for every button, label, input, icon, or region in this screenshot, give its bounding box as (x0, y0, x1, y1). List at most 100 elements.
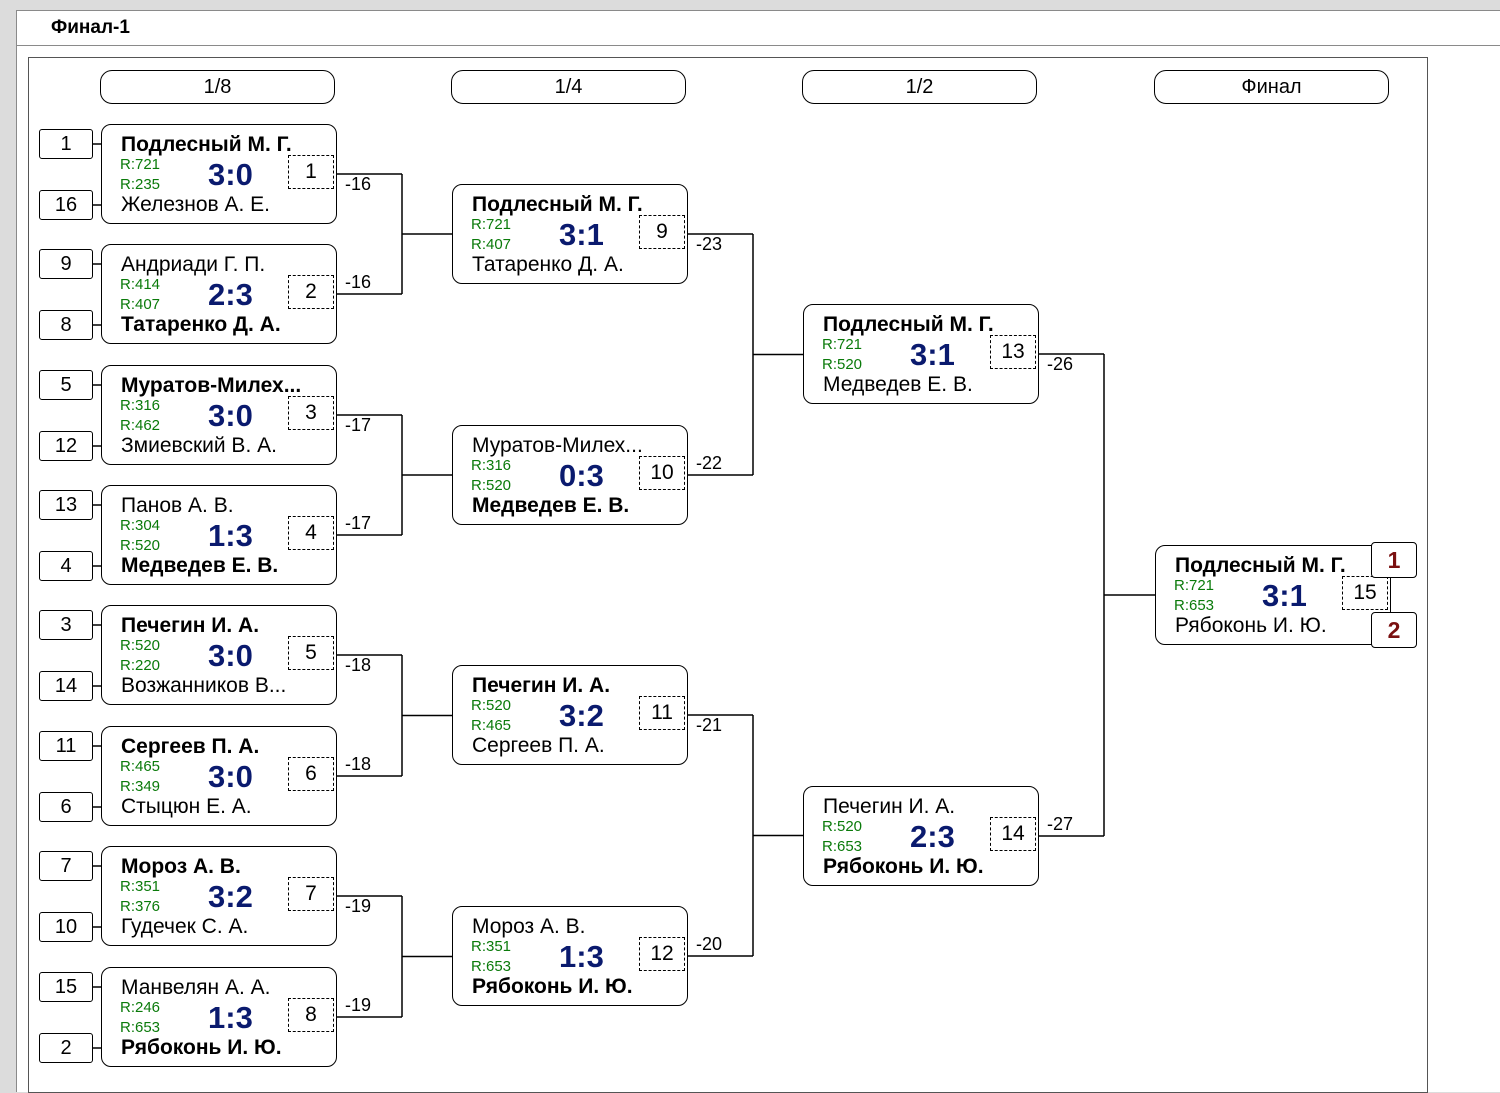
player-top-name: Печегин И. А. (121, 614, 260, 637)
loser-destination: -17 (345, 415, 372, 435)
loser-destination: -20 (696, 934, 723, 954)
seed-box: 5 (39, 370, 93, 400)
player-bottom-name: Гудечек С. А. (121, 915, 249, 938)
player-bottom-name: Возжанников В... (121, 674, 287, 697)
seed-box: 2 (39, 1033, 93, 1063)
round-header-1: 1/8 (100, 70, 335, 104)
match-number: 3 (288, 396, 334, 430)
loser-destination: -19 (345, 995, 372, 1015)
place-badge: 1 (1371, 542, 1417, 578)
player-bottom-name: Рябоконь И. Ю. (472, 975, 633, 998)
match-score: 2:3 (910, 819, 955, 854)
player-top-rating: R:721 (471, 216, 512, 233)
loser-destination: -16 (345, 174, 372, 194)
match-number: 14 (990, 817, 1036, 851)
match-score: 1:3 (208, 1000, 253, 1035)
seed-box: 8 (39, 310, 93, 340)
player-bottom-name: Змиевский В. А. (121, 434, 277, 457)
match-score: 3:0 (208, 157, 253, 192)
match-score: 0:3 (559, 458, 604, 493)
player-bottom-name: Медведев Е. В. (472, 494, 630, 517)
player-top-rating: R:721 (120, 156, 161, 173)
player-bottom-rating: R:653 (1174, 597, 1215, 614)
match-score: 1:3 (208, 518, 253, 553)
seed-box: 10 (39, 912, 93, 942)
player-bottom-rating: R:220 (120, 657, 161, 674)
player-bottom-rating: R:653 (822, 838, 863, 855)
player-top-name: Муратов-Милех... (472, 434, 643, 457)
seed-box: 13 (39, 490, 93, 520)
seed-box: 4 (39, 551, 93, 581)
player-top-name: Мороз А. В. (472, 915, 586, 938)
seed-box: 16 (39, 190, 93, 220)
match-score: 3:0 (208, 638, 253, 673)
loser-destination: -17 (345, 513, 372, 533)
player-bottom-name: Рябоконь И. Ю. (823, 855, 984, 878)
loser-destination: -21 (696, 715, 723, 735)
player-bottom-name: Татаренко Д. А. (121, 313, 281, 336)
player-bottom-rating: R:349 (120, 778, 161, 795)
player-top-rating: R:316 (471, 457, 512, 474)
loser-destination: -27 (1047, 814, 1074, 834)
player-bottom-rating: R:653 (471, 958, 512, 975)
seed-box: 12 (39, 431, 93, 461)
player-top-name: Печегин И. А. (472, 674, 611, 697)
player-top-rating: R:304 (120, 517, 161, 534)
player-bottom-rating: R:407 (120, 296, 161, 313)
seed-box: 7 (39, 851, 93, 881)
player-bottom-rating: R:407 (471, 236, 512, 253)
player-top-name: Сергеев П. А. (121, 735, 260, 758)
match-number: 10 (639, 456, 685, 490)
seed-box: 9 (39, 249, 93, 279)
match-number: 13 (990, 335, 1036, 369)
match-score: 3:1 (559, 217, 604, 252)
seed-box: 11 (39, 731, 93, 761)
match-score: 3:0 (208, 759, 253, 794)
loser-destination: -23 (696, 234, 723, 254)
loser-destination: -18 (345, 655, 372, 675)
player-top-rating: R:465 (120, 758, 161, 775)
player-top-rating: R:520 (471, 697, 512, 714)
player-top-rating: R:414 (120, 276, 161, 293)
seed-box: 15 (39, 972, 93, 1002)
match-number: 12 (639, 937, 685, 971)
match-number: 1 (288, 155, 334, 189)
match-number: 8 (288, 998, 334, 1032)
player-bottom-rating: R:465 (471, 717, 512, 734)
page-title: Финал-1 (51, 17, 130, 38)
place-badge: 2 (1371, 612, 1417, 648)
player-top-name: Подлесный М. Г. (472, 193, 643, 216)
match-number: 2 (288, 275, 334, 309)
player-top-name: Муратов-Милех... (121, 374, 302, 397)
match-score: 3:1 (910, 337, 955, 372)
player-top-name: Андриади Г. П. (121, 253, 266, 276)
match-score: 3:0 (208, 398, 253, 433)
player-top-rating: R:351 (471, 938, 512, 955)
player-bottom-rating: R:520 (120, 537, 161, 554)
round-header-2: 1/4 (451, 70, 686, 104)
player-bottom-name: Железнов А. Е. (121, 193, 270, 216)
loser-destination: -18 (345, 754, 372, 774)
match-score: 2:3 (208, 277, 253, 312)
seed-box: 3 (39, 610, 93, 640)
player-top-name: Панов А. В. (121, 494, 234, 517)
player-bottom-name: Татаренко Д. А. (472, 253, 624, 276)
player-top-rating: R:721 (1174, 577, 1215, 594)
match-number: 4 (288, 516, 334, 550)
player-top-rating: R:520 (822, 818, 863, 835)
